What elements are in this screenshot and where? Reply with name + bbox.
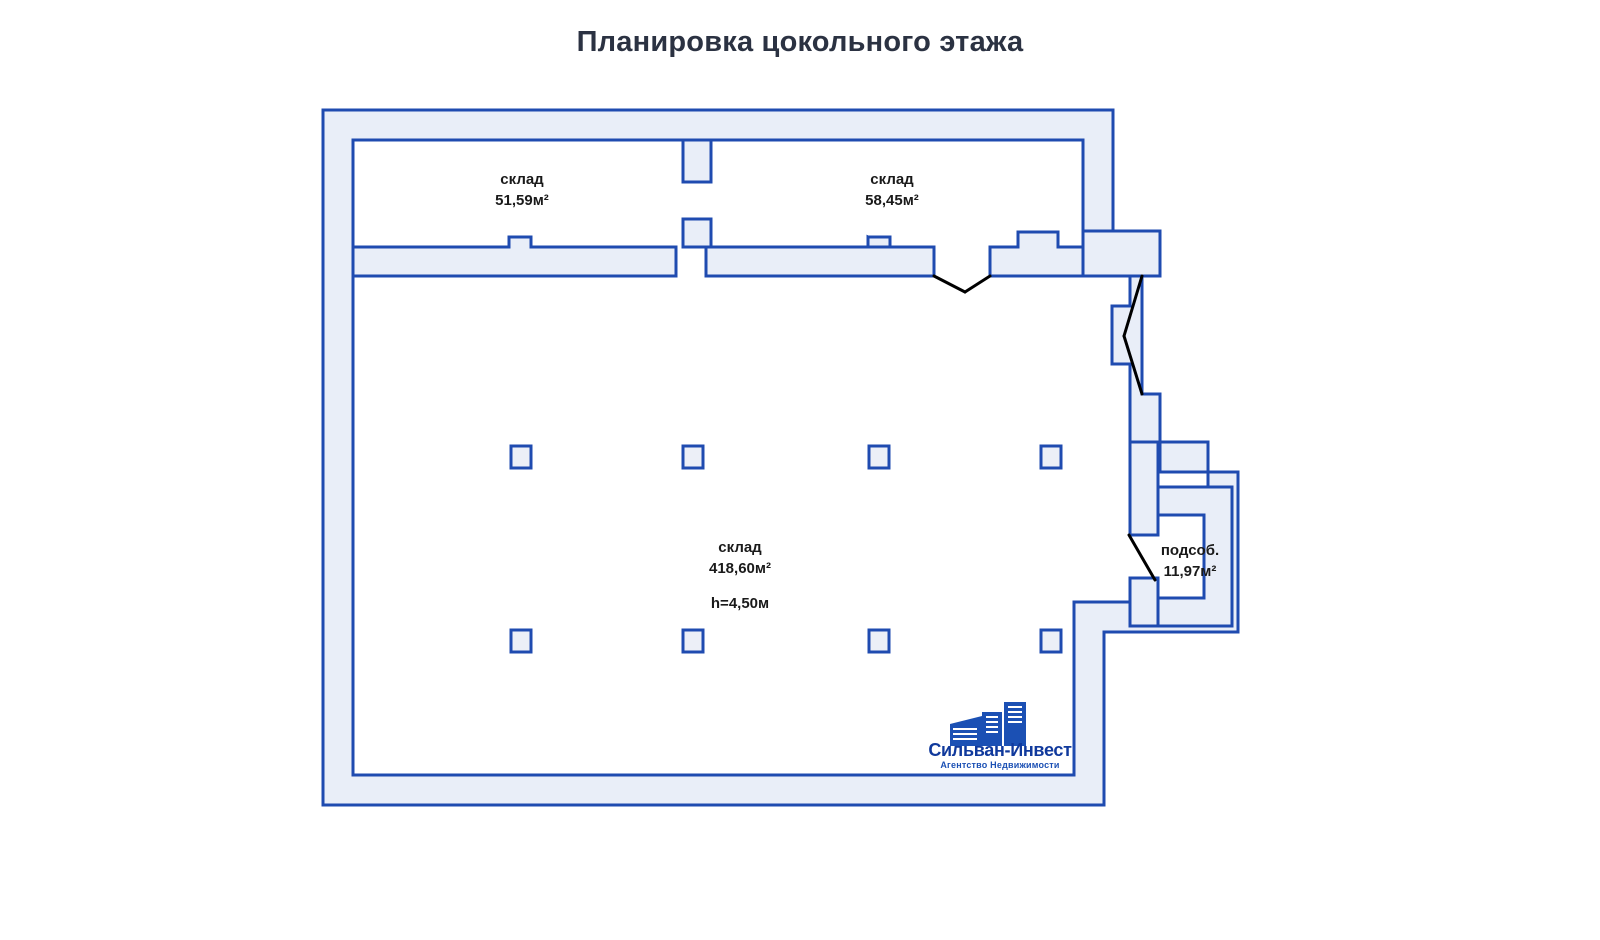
top-partition-pilaster — [681, 138, 713, 249]
column-grid — [509, 444, 1063, 654]
door-opening-lines — [932, 274, 1157, 582]
mid-partition-wall — [351, 230, 1085, 278]
page-title: Планировка цокольного этажа — [576, 26, 1024, 58]
right-step-protrusion — [1081, 229, 1162, 278]
agency-logo-icon — [950, 702, 1026, 746]
outer-wall — [321, 108, 1240, 807]
utility-room-walls — [1128, 440, 1234, 628]
